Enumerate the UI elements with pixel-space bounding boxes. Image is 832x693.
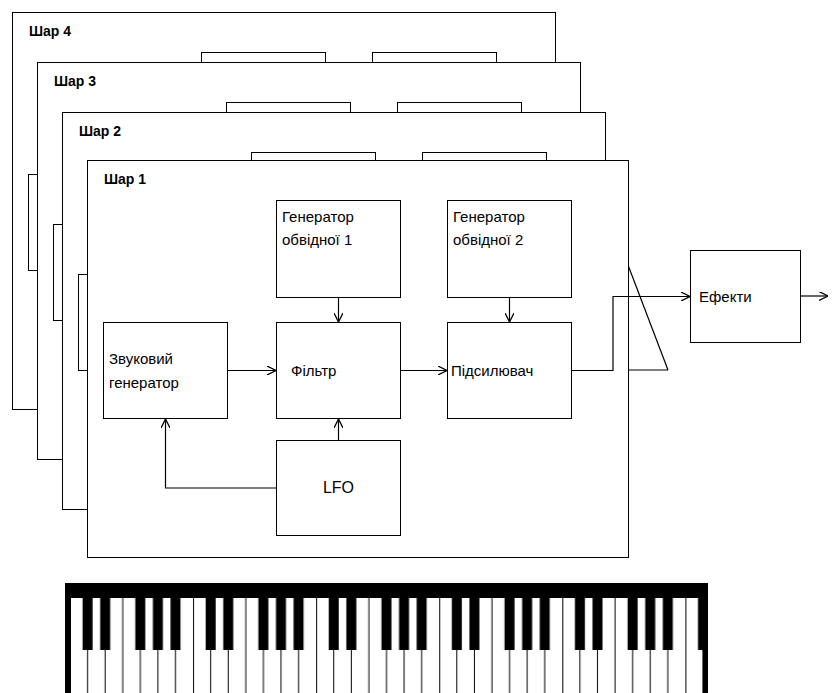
- signal-arrow: [166, 419, 277, 488]
- envelope-generator-box: Генератор обвідної 1: [276, 200, 401, 298]
- mixer-line: [628, 369, 668, 370]
- signal-arrow: [509, 298, 510, 322]
- signal-arrow: [401, 370, 447, 371]
- filter-box: Фільтр: [276, 322, 401, 419]
- box-label: Звуковий генератор: [109, 347, 222, 394]
- box-label: Підсилювач: [451, 359, 533, 382]
- keyboard-illustration: [65, 583, 708, 693]
- signal-arrow: [228, 370, 276, 371]
- layer-title: Шар 4: [29, 22, 539, 40]
- sound-generator-box: Звуковий генератор: [103, 322, 228, 419]
- envelope-generator-box: Генератор обвідної 2: [447, 200, 572, 298]
- layer-title: Шар 1: [104, 170, 612, 188]
- box-label: Генератор обвідної 1: [282, 205, 395, 252]
- signal-arrow: [338, 419, 339, 440]
- lfo-box: LFO: [276, 440, 401, 536]
- output-arrow: [800, 295, 828, 296]
- layer-title: Шар 2: [79, 122, 589, 140]
- box-label: Ефекти: [699, 285, 752, 308]
- layer-panel: Шар 1 Генератор обвідної 1 Генератор обвід…: [87, 160, 629, 558]
- box-label: Генератор обвідної 2: [453, 205, 566, 252]
- mixer-line: [628, 265, 668, 370]
- box-label: LFO: [323, 476, 354, 501]
- layer-title: Шар 3: [54, 72, 564, 90]
- box-label: Фільтр: [291, 359, 336, 382]
- effects-box: Ефекти: [690, 250, 801, 343]
- signal-arrow: [338, 298, 339, 322]
- amplifier-box: Підсилювач: [447, 322, 572, 419]
- signal-arrow: [572, 297, 690, 371]
